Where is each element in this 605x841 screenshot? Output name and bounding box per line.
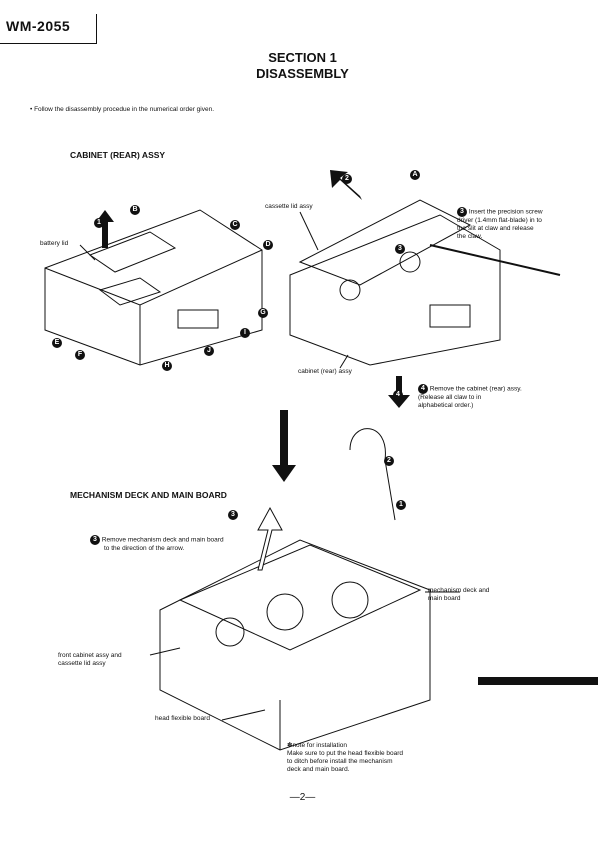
marker-g: G xyxy=(258,308,268,318)
marker-b: B xyxy=(130,205,140,215)
cassette-lid-shape xyxy=(298,199,472,286)
installation-note: ✽note for installation Make sure to put … xyxy=(287,742,403,773)
mech-step-3-marker: 3 xyxy=(90,535,100,545)
main-arrow-head xyxy=(272,465,296,482)
mech-marker-2: 2 xyxy=(384,456,394,466)
control-buttons xyxy=(177,309,219,329)
arrow-up-1 xyxy=(96,210,114,248)
mech-edges xyxy=(159,640,281,750)
step-4-marker: 4 xyxy=(418,384,428,394)
arrow-up-mech xyxy=(257,506,283,571)
label-mechanism-deck: mechanism deck and main board xyxy=(428,587,490,602)
marker-j: J xyxy=(204,346,214,356)
black-bar xyxy=(478,677,598,685)
screwdriver xyxy=(429,244,561,276)
marker-h: H xyxy=(162,361,172,371)
marker-i: I xyxy=(240,328,250,338)
reel-left xyxy=(266,593,304,631)
cabinet-step-4-text: 4 Remove the cabinet (rear) assy. (Relea… xyxy=(418,384,522,409)
mech-marker-3: 3 xyxy=(228,510,238,520)
cabinet-right-body xyxy=(289,214,501,366)
label-head-flexible-board: head flexible board xyxy=(155,715,210,722)
battery-lid-shape xyxy=(88,231,177,273)
section-title: DISASSEMBLY xyxy=(256,66,349,81)
reel-hub-left xyxy=(339,279,361,301)
cabinet-heading: CABINET (REAR) ASSY xyxy=(70,150,166,160)
model-number: WM-2055 xyxy=(6,18,71,34)
cabinet-step-3-text: 3 Insert the precision screw driver (1.4… xyxy=(457,207,543,240)
arrow-lid-2 xyxy=(330,170,362,200)
marker-e: E xyxy=(52,338,62,348)
marker-2: 2 xyxy=(342,174,352,184)
flex-cable xyxy=(349,428,396,521)
header-divider xyxy=(96,14,97,44)
intro-note: • Follow the disassembly procedue in the… xyxy=(30,106,215,113)
mechanism-step-3-text: 3 Remove mechanism deck and main board t… xyxy=(90,535,260,553)
marker-3: 3 xyxy=(395,244,405,254)
page-number: —2— xyxy=(289,792,316,803)
step-3-marker: 3 xyxy=(457,207,467,217)
reel-hub-right xyxy=(399,251,421,273)
label-cabinet-rear: cabinet (rear) assy xyxy=(298,368,352,375)
right-buttons xyxy=(429,304,471,328)
label-battery-lid: battery lid xyxy=(40,240,69,247)
marker-1: 1 xyxy=(94,218,104,228)
reel-right xyxy=(331,581,369,619)
marker-f: F xyxy=(75,350,85,360)
section-number: SECTION 1 xyxy=(268,50,337,65)
marker-4: 4 xyxy=(393,390,403,400)
capstan-left xyxy=(215,617,245,647)
marker-a: A xyxy=(410,170,420,180)
label-cassette-lid: cassette lid assy xyxy=(265,203,313,210)
mechanism-heading: MECHANISM DECK AND MAIN BOARD xyxy=(70,490,227,500)
marker-c: C xyxy=(230,220,240,230)
mech-marker-1: 1 xyxy=(396,500,406,510)
marker-d: D xyxy=(263,240,273,250)
header-underline xyxy=(0,43,97,44)
main-arrow-shaft xyxy=(280,410,288,465)
deck-plate xyxy=(178,544,422,651)
cabinet-left-edges xyxy=(44,249,263,365)
label-front-cabinet: front cabinet assy and cassette lid assy xyxy=(58,652,122,667)
cabinet-slot xyxy=(98,277,162,306)
